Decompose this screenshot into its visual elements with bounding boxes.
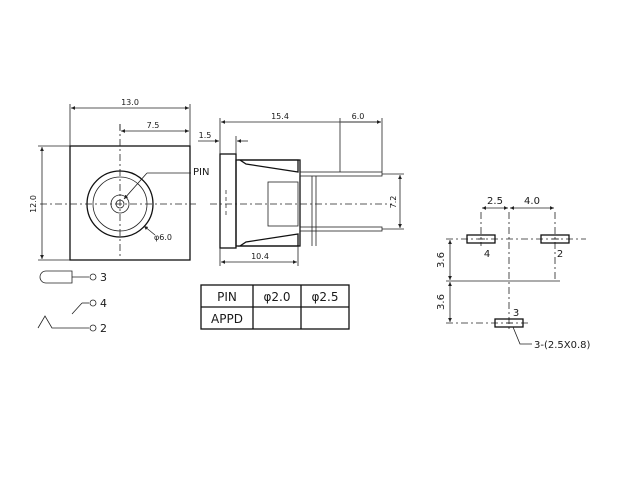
terminal-4-dot [89,299,97,307]
pcb-footprint: 4 2 3 2.5 4.0 3.6 3.6 3-(2.5X0.8) [436,196,591,351]
table-header-2-5: φ2.5 [312,290,339,304]
pin-label: PIN [193,167,209,178]
front-body-outline [69,145,191,261]
terminal-4-label: 4 [100,297,107,310]
terminal-2-label: 2 [100,322,107,335]
inner-block [267,181,299,227]
bottom-dimension: 10.4 [251,252,269,261]
footprint-dim-x1: 2.5 [487,196,503,207]
pad-3-label: 3 [513,308,519,319]
pin-table: PIN φ2.0 φ2.5 APPD [200,284,350,330]
footprint-dim-y1: 3.6 [436,252,447,268]
diameter-dimension: φ6.0 [154,233,172,242]
table-header-2-0: φ2.0 [264,290,291,304]
terminal-2-dot [89,324,97,332]
table-row-label: APPD [211,312,243,326]
top-latch [237,159,299,173]
pad-2 [540,234,570,244]
terminal-3-label: 3 [100,271,107,284]
side-view: 1.5 15.4 6.0 7.2 10.4 [198,112,404,266]
width-dimension: 13.0 [121,98,139,107]
pin-leader [123,172,148,200]
height-dimension: 12.0 [29,195,38,213]
schematic-symbol: 3 4 2 [37,270,107,335]
pin-spacing-dimension: 7.2 [389,196,398,209]
footprint-dim-y2: 3.6 [436,294,447,310]
table-header-pin: PIN [217,290,237,304]
plug-sleeve [39,270,73,284]
footprint-dim-x2: 4.0 [524,196,540,207]
spring-contact [37,315,89,329]
pin-length-dimension: 6.0 [352,112,365,121]
flange [219,153,237,249]
offset-dimension: 7.5 [147,121,160,130]
diameter-leader [143,225,156,236]
flange-dimension: 1.5 [199,131,212,140]
pad-4-label: 4 [484,249,490,260]
pad-note-leader [512,326,532,345]
pad-4 [466,234,496,244]
pad-note: 3-(2.5X0.8) [534,340,591,351]
top-pin [299,171,383,177]
body-dimension: 15.4 [271,112,289,121]
bottom-latch [237,233,299,247]
front-view: 13.0 7.5 12.0 PIN φ6.0 [29,98,209,261]
pad-2-label: 2 [557,249,563,260]
pad-3 [494,318,524,328]
terminal-3-dot [89,273,97,281]
